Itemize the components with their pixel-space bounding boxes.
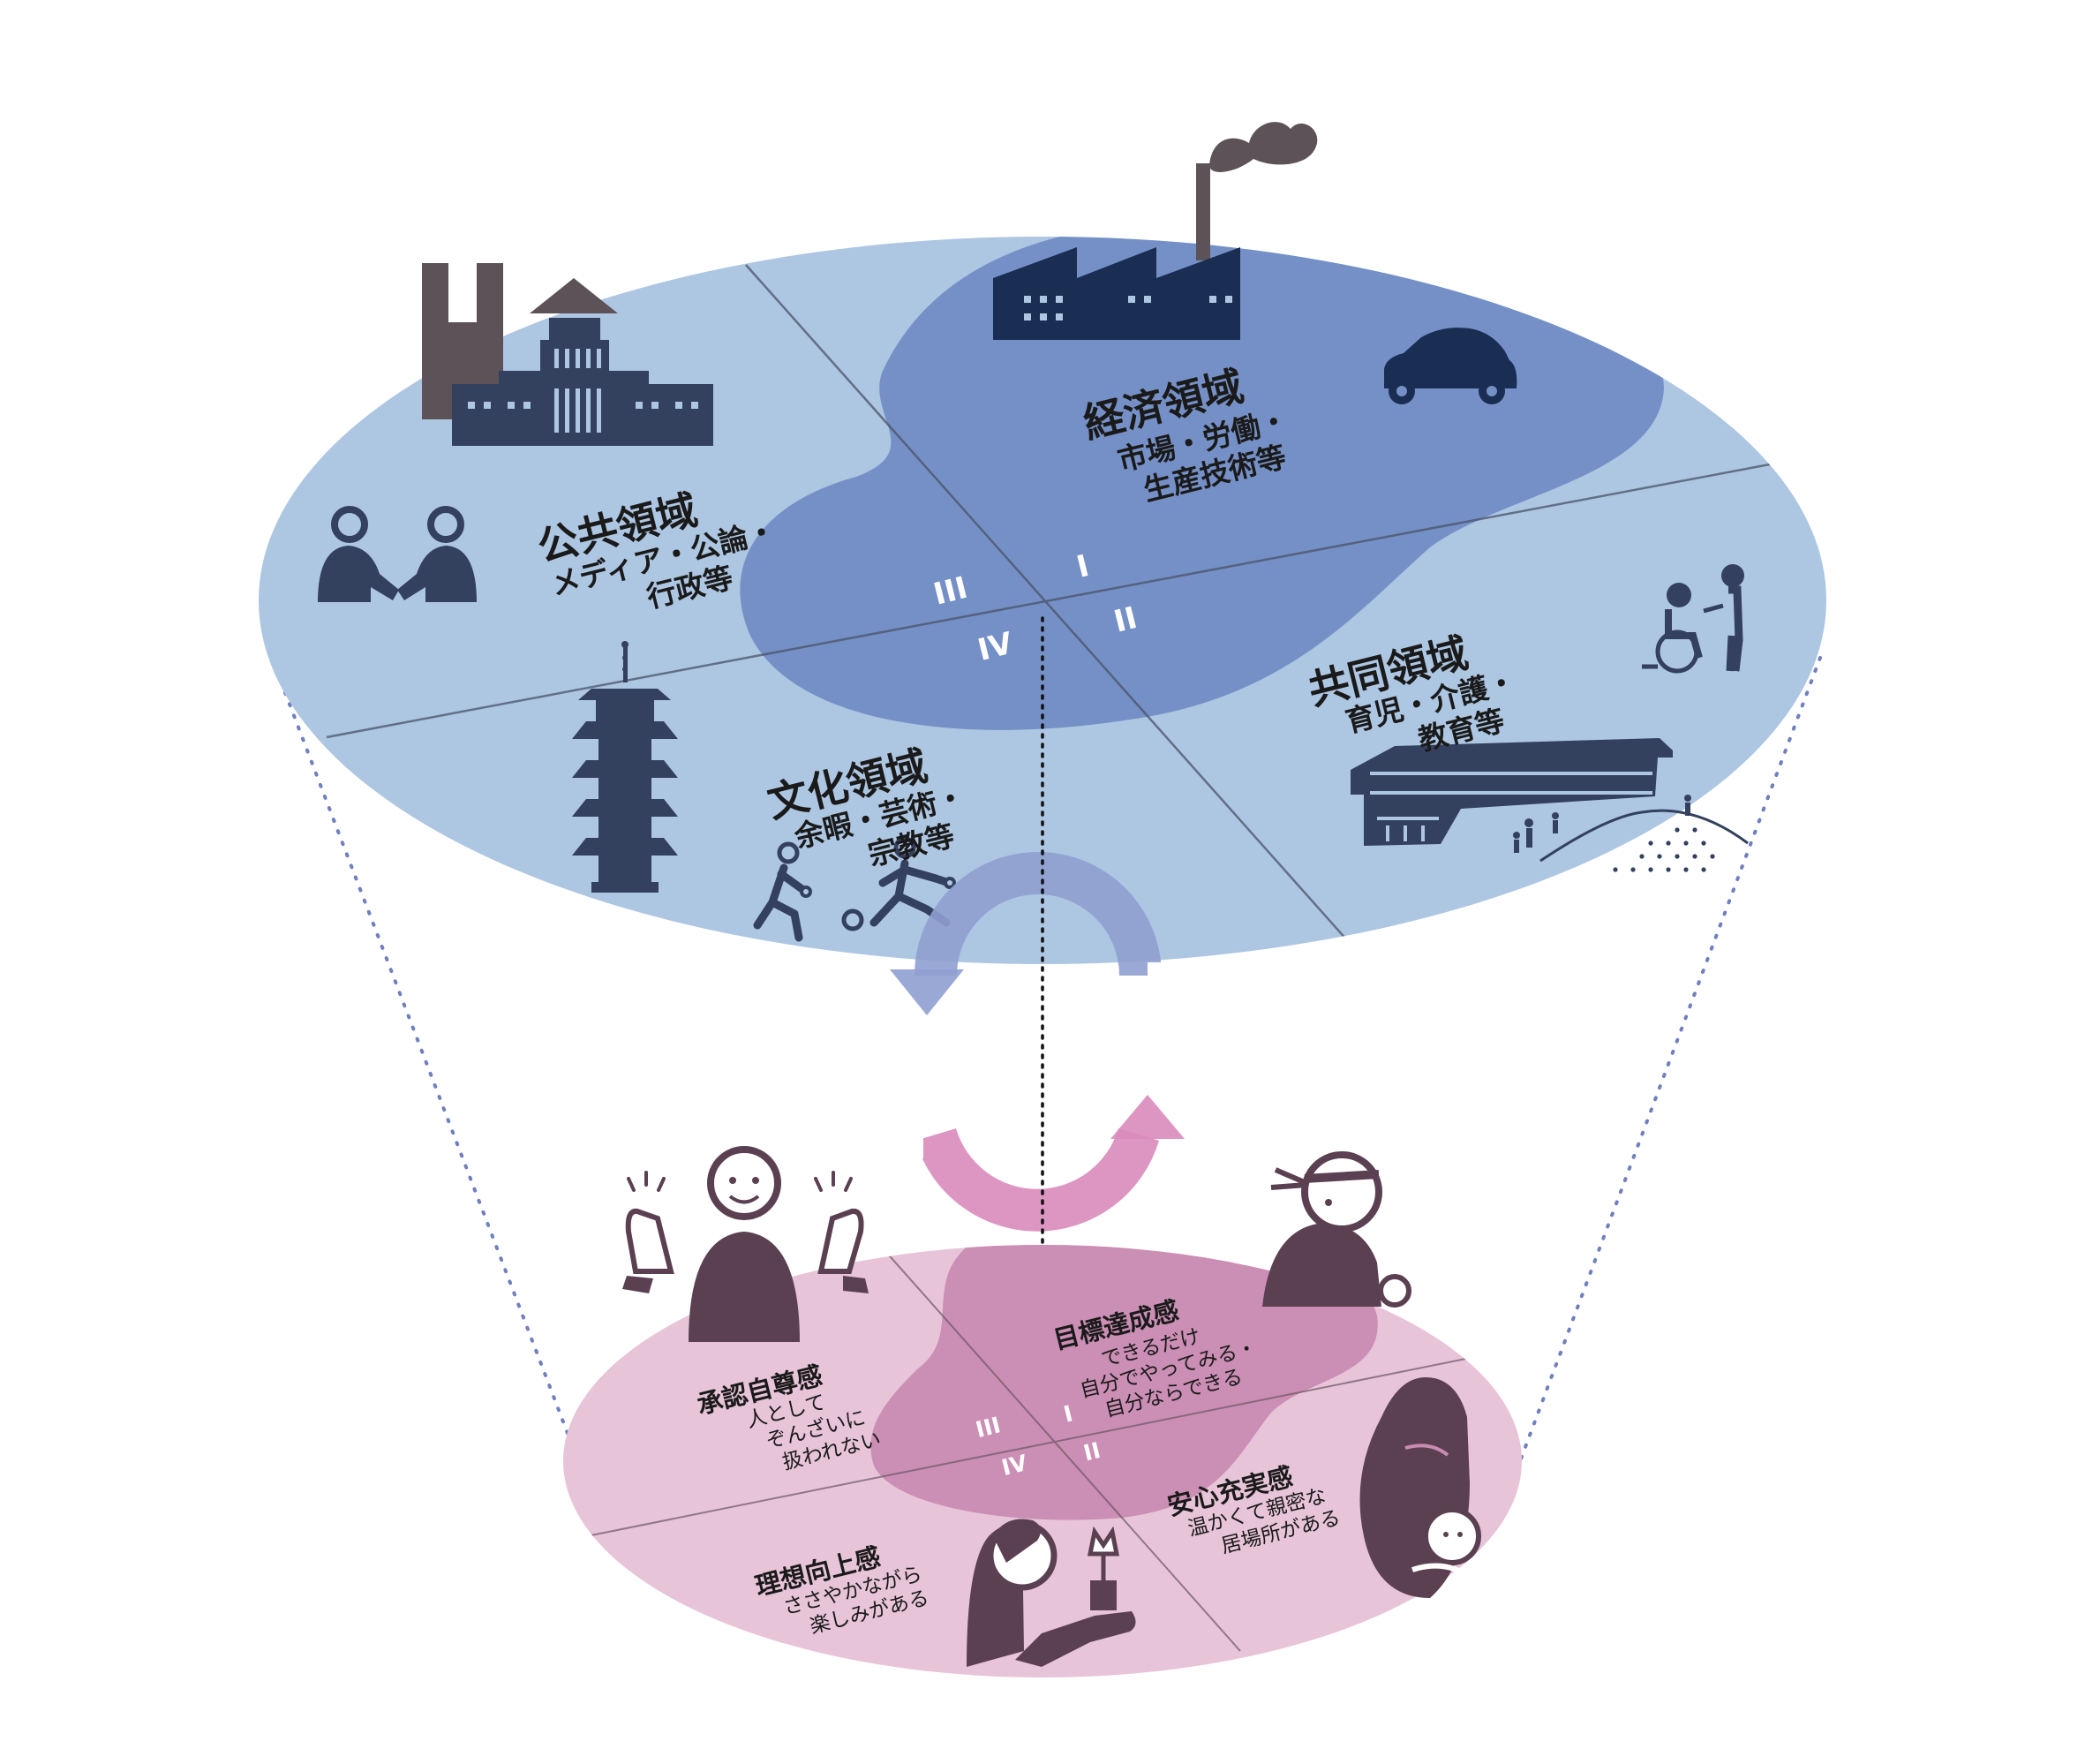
parliament-icon	[422, 263, 713, 446]
lower-quadrant-lines	[564, 1245, 1522, 1652]
mother-baby-icon	[1359, 1377, 1481, 1598]
cone-guide-lines	[270, 656, 1822, 1463]
cycle-arrow-icon	[890, 852, 1185, 1232]
car-icon	[1384, 328, 1517, 404]
factory-icon	[993, 122, 1318, 340]
sports-icon	[753, 836, 956, 942]
headband-worker-icon	[1262, 1151, 1411, 1308]
quadrant-lines	[326, 264, 1775, 950]
hill-dots	[1613, 827, 1715, 872]
applause-person-icon	[622, 1146, 869, 1342]
lower-disc	[563, 1245, 1522, 1677]
school-building-icon	[1351, 738, 1749, 863]
wheelchair-icon	[1642, 564, 1744, 674]
pagoda-icon	[572, 641, 678, 893]
lower-q3: III	[973, 1412, 1003, 1443]
upper-q3: III	[930, 570, 972, 613]
handshake-icon	[318, 506, 477, 602]
achievement-blob	[870, 1245, 1378, 1520]
woman-flower-icon	[967, 1519, 1136, 1667]
